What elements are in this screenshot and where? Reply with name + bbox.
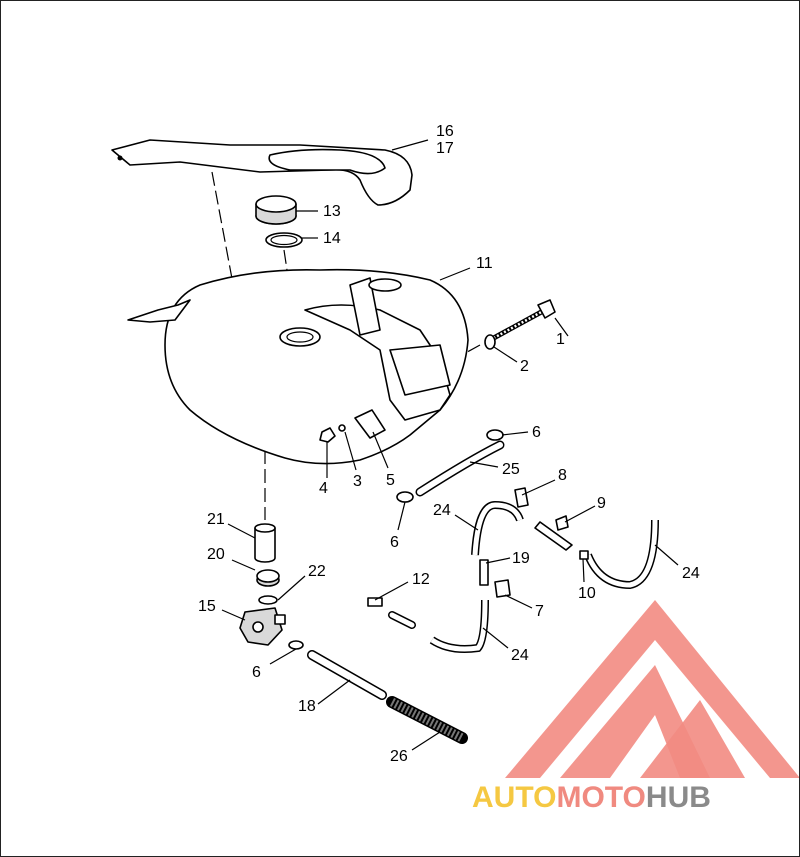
callout-24: 24	[433, 502, 451, 519]
petcock-valve	[239, 607, 286, 646]
vent-hose	[584, 519, 659, 590]
fuel-filter	[254, 523, 276, 563]
fuel-tank	[127, 268, 469, 465]
callout-1: 1	[556, 331, 565, 348]
vent-clip	[494, 579, 511, 598]
callout-6: 6	[532, 424, 541, 441]
callout-8: 8	[558, 467, 567, 484]
vent-hose	[471, 500, 524, 556]
callout-25: 25	[502, 461, 520, 478]
vent-valve	[534, 521, 573, 551]
vent-fitting	[579, 550, 589, 560]
watermark-logo-icon	[505, 600, 800, 778]
fuel-hose	[417, 442, 503, 495]
fuel-supply-hose	[308, 651, 386, 699]
callout-17: 17	[436, 140, 454, 157]
callout-26: 26	[390, 748, 408, 765]
callout-12: 12	[412, 571, 430, 588]
callout-24: 24	[511, 647, 529, 664]
fuel-cap	[255, 195, 297, 225]
hose-spring	[386, 696, 468, 744]
mount-bolt	[488, 299, 556, 343]
check-valve	[479, 559, 489, 586]
bracket-plate	[354, 409, 386, 439]
vent-hose	[429, 599, 489, 653]
callout-10: 10	[578, 585, 596, 602]
callout-6: 6	[252, 664, 261, 681]
callout-11: 11	[476, 255, 493, 272]
callout-18: 18	[298, 698, 316, 715]
callout-13: 13	[323, 203, 341, 220]
tee-fitting	[514, 487, 529, 508]
o-ring	[258, 595, 278, 605]
washer	[484, 334, 496, 350]
callout-7: 7	[535, 603, 544, 620]
callout-20: 20	[207, 546, 225, 563]
nut	[319, 427, 336, 443]
callout-21: 21	[207, 511, 225, 528]
callout-16: 16	[436, 123, 454, 140]
fitting	[367, 597, 383, 607]
callout-2: 2	[520, 358, 529, 375]
callout-5: 5	[386, 472, 395, 489]
callout-4: 4	[319, 480, 328, 497]
callout-14: 14	[323, 230, 341, 247]
fitting-nut	[256, 569, 280, 587]
callout-3: 3	[353, 473, 362, 490]
callout-22: 22	[308, 563, 326, 580]
callout-15: 15	[198, 598, 216, 615]
callout-24: 24	[682, 565, 700, 582]
small-washer	[338, 424, 346, 432]
tank-bracket	[111, 139, 413, 206]
watermark-text: AUTOMOTOHUB	[472, 781, 711, 814]
callout-9: 9	[597, 495, 606, 512]
callout-19: 19	[512, 550, 530, 567]
callout-6: 6	[390, 534, 399, 551]
